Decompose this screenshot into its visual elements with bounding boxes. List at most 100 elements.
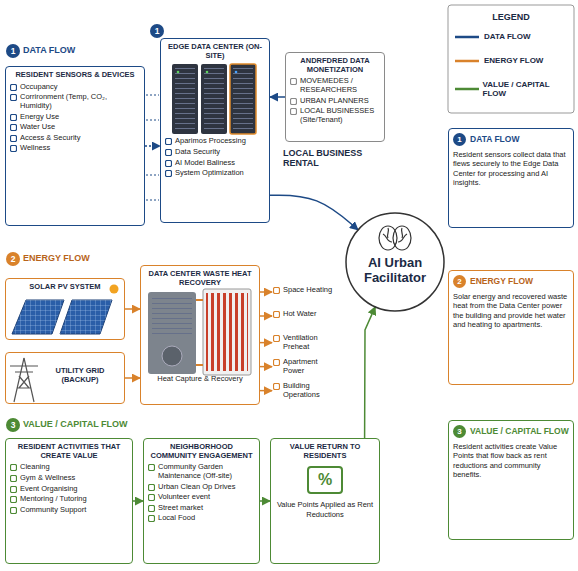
energy-use-item: Hot Water xyxy=(272,307,340,325)
flow-connector xyxy=(125,377,140,379)
list-item: Local Food xyxy=(158,514,195,523)
item-icon xyxy=(148,484,155,491)
list-item: System Optimization xyxy=(175,169,244,178)
item-icon xyxy=(10,496,17,503)
item-icon xyxy=(165,138,172,145)
server-rack xyxy=(201,64,227,134)
callout-number: 2 xyxy=(6,252,20,266)
section-heading: VALUE / CAPITAL FLOW xyxy=(470,427,569,437)
box-title: VALUE RETURN TO RESIDENTS xyxy=(275,443,375,460)
list-item: URBAN PLANNERS xyxy=(300,97,369,106)
list-row: LOCAL BUSINESSES (Site/Tenant) xyxy=(290,107,380,124)
flow-connector xyxy=(260,500,270,502)
pv-panel xyxy=(60,300,112,334)
flow-connector xyxy=(270,195,358,230)
item-icon xyxy=(10,124,17,131)
list-item: Gym & Wellness xyxy=(20,474,75,483)
list-item: Water Use xyxy=(20,123,55,132)
flow-connector xyxy=(270,96,285,98)
description-text: Solar energy and recovered waste heat fr… xyxy=(453,292,569,330)
item-icon xyxy=(10,486,17,493)
list-row: Hot Water xyxy=(273,310,339,319)
item-icon xyxy=(290,78,297,85)
list-item: Access & Security xyxy=(20,134,80,143)
list-row: Space Heating xyxy=(273,286,339,295)
list-row: Corrironment (Temp, CO₂, Humidity) xyxy=(10,93,140,110)
facilitator-label: AI Urban Facilitator xyxy=(349,256,441,286)
flow-connector xyxy=(260,342,272,344)
box-title: UTILITY GRID (BACKUP) xyxy=(40,367,120,384)
item-icon xyxy=(273,287,280,294)
legend-line xyxy=(454,85,479,93)
box-title: ANDRFDRED DATA MONETIZATION xyxy=(290,57,380,74)
item-icon xyxy=(165,170,172,177)
item-icon xyxy=(148,464,155,471)
list-row: Gym & Wellness xyxy=(10,474,128,483)
list-item: Volunteer event xyxy=(158,493,210,502)
legend-row: VALUE / CAPITAL FLOW xyxy=(454,80,570,98)
section-label: DATA FLOW xyxy=(23,45,75,55)
item-icon xyxy=(273,335,280,342)
info-box: 2ENERGY FLOWSolar energy and recovered w… xyxy=(448,270,574,385)
status-light xyxy=(177,71,180,74)
list-row: Heat Capture & Recovery xyxy=(145,375,255,384)
legend-text: VALUE / CAPITAL FLOW xyxy=(483,80,571,98)
vent xyxy=(152,298,192,338)
list-row: Aparimos Processing xyxy=(165,137,265,146)
list-item: Cleaning xyxy=(20,463,50,472)
list-row: Event Organising xyxy=(10,485,128,494)
item-icon xyxy=(273,359,280,366)
item-icon xyxy=(165,149,172,156)
box-title: DATA CENTER WASTE HEAT RECOVERY xyxy=(145,270,255,287)
callout-number: 1 xyxy=(453,133,466,146)
energy-use-item: Space Heating xyxy=(272,283,340,301)
list-item: Space Heating xyxy=(283,286,332,295)
list-item: Apartment Power xyxy=(283,358,339,375)
sun-icon xyxy=(110,285,119,294)
flow-connector xyxy=(260,291,272,293)
callout-number: 3 xyxy=(6,418,20,432)
callout-number: 1 xyxy=(150,24,164,38)
list-row: Water Use xyxy=(10,123,140,132)
list-row: Mentoring / Tutoring xyxy=(10,495,128,504)
list-row: Community Support xyxy=(10,506,128,515)
data-line xyxy=(146,120,159,121)
radiator-fins xyxy=(206,293,248,371)
facilitator-circle: AI Urban Facilitator xyxy=(345,212,445,312)
value-return-box: VALUE RETURN TO RESIDENTS%Value Points A… xyxy=(270,438,380,564)
pv-grid xyxy=(12,300,64,334)
list-item: LOCAL BUSINESSES (Site/Tenant) xyxy=(300,107,380,124)
rack-slots xyxy=(233,68,253,130)
list-item: Hot Water xyxy=(283,310,316,319)
description-text: Resident activities create Value Points … xyxy=(453,442,569,480)
section-heading: ENERGY FLOW xyxy=(470,277,533,287)
section-label: LOCAL BUSINESS RENTAL xyxy=(283,148,367,169)
list-item: Building Operations xyxy=(283,382,339,399)
flow-connector xyxy=(133,500,143,502)
heat-exchanger xyxy=(148,292,196,374)
item-icon xyxy=(148,505,155,512)
list-row: Cleaning xyxy=(10,463,128,472)
box-title: RESIDENT SENSORS & DEVICES xyxy=(10,71,140,80)
heat-recovery-unit xyxy=(148,289,251,375)
flow-connector xyxy=(260,390,272,392)
item-icon xyxy=(290,98,297,105)
flow-connector xyxy=(260,366,272,368)
solar-panels xyxy=(12,285,119,335)
list-row: Occupancy xyxy=(10,83,140,92)
list-item: MOVEMEDES / RESEARCHERS xyxy=(300,77,380,94)
info-box: 3 VALUE / CAPITAL FLOW Resident activities… xyxy=(448,420,574,540)
brain-icon xyxy=(379,226,411,250)
legend-row: ENERGY FLOW xyxy=(454,56,570,65)
callout-number: 3 xyxy=(453,425,466,438)
box-title: RESIDENT ACTIVITIES THAT CREATE VALUE xyxy=(10,443,128,460)
box-title: SOLAR PV SYSTEM xyxy=(10,283,120,292)
list-row: URBAN PLANNERS xyxy=(290,97,380,106)
item-icon xyxy=(165,160,172,167)
list-row: AI Model Baliness xyxy=(165,159,265,168)
legend-text: DATA FLOW xyxy=(484,32,531,41)
section-label: ENERGY FLOW xyxy=(23,253,90,263)
flow-connector xyxy=(365,307,376,438)
list-row: Ventilation Preheat xyxy=(273,334,339,351)
engagement-box: NEIGHBORHOOD COMMUNITY ENGAGEMENTCommuni… xyxy=(143,438,260,564)
